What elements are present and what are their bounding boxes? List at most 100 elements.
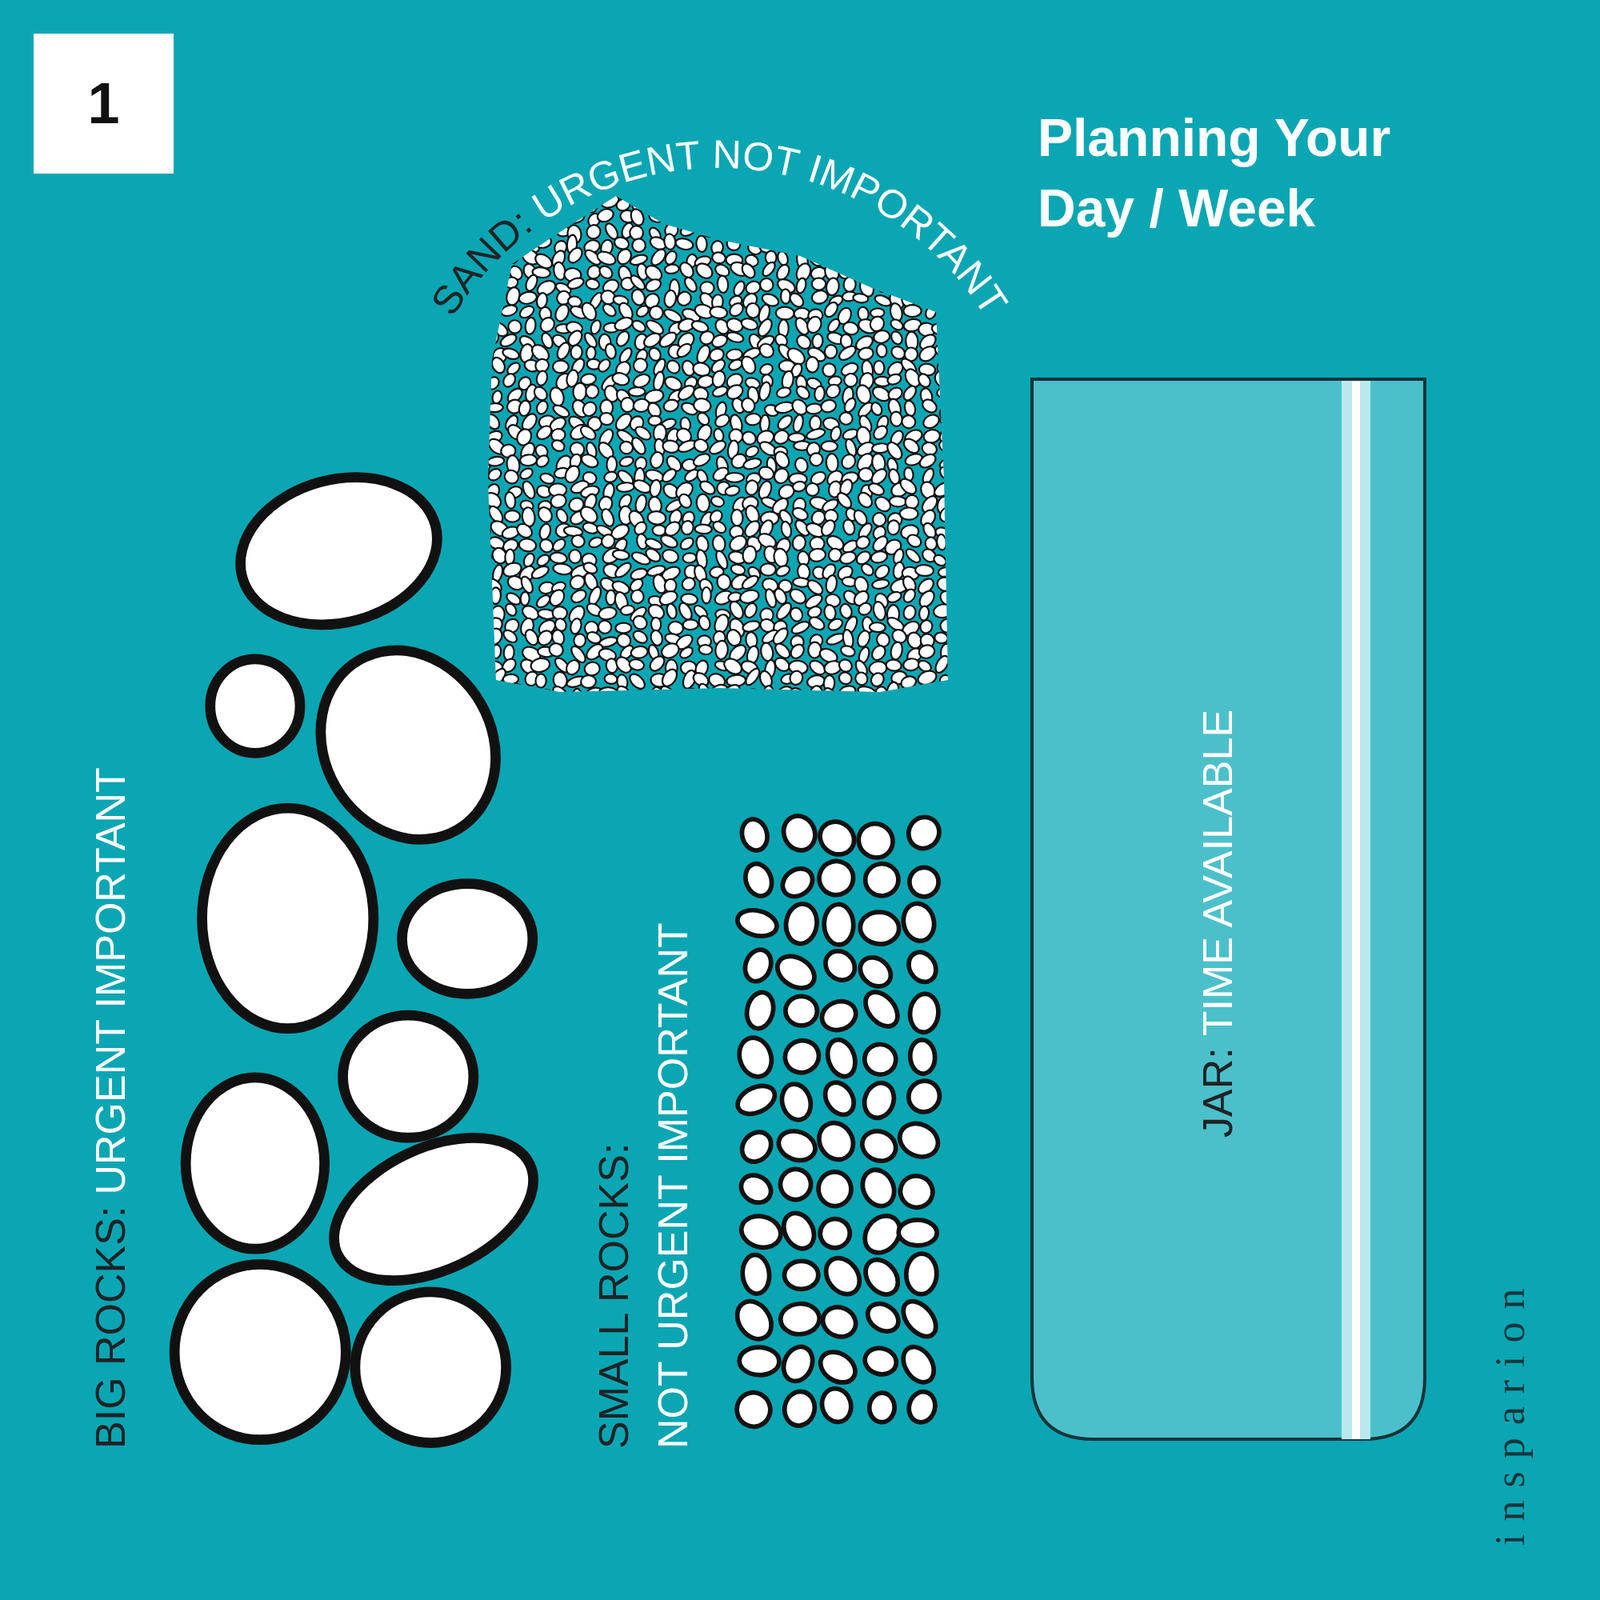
small-rock	[859, 985, 904, 1032]
sand-grain	[789, 196, 808, 216]
sand-grain	[787, 290, 806, 309]
sand-grain	[682, 552, 697, 564]
jar-highlight	[1341, 380, 1371, 1440]
sand-grain	[744, 412, 762, 426]
sand-grain	[620, 396, 635, 412]
sand-grain	[775, 412, 795, 432]
sand-grain	[819, 517, 838, 538]
sand-grain	[900, 436, 922, 456]
sand-grain	[647, 303, 667, 323]
small-rock	[813, 815, 861, 861]
label-heading: JAR:	[1193, 1047, 1242, 1138]
sand-grain	[808, 548, 827, 564]
sand-grain	[564, 657, 583, 677]
sand-grain	[550, 536, 568, 553]
sand-grain	[869, 643, 888, 663]
sand-grain	[680, 520, 695, 536]
sand-grain	[903, 304, 921, 317]
sand-grain	[476, 579, 491, 594]
sand-grain	[727, 300, 746, 320]
sand-grain	[772, 193, 791, 210]
sand-grain	[708, 205, 728, 224]
sand-grain	[471, 466, 492, 485]
sand-grain	[776, 306, 795, 320]
sand-grain	[490, 587, 501, 604]
jar-box: JAR:TIME AVAILABLE	[1030, 377, 1427, 1441]
sand-grain	[774, 564, 792, 579]
sand-grain	[711, 251, 727, 265]
sand-grain	[500, 303, 519, 318]
sand-grain	[680, 686, 700, 708]
sand-grain	[756, 196, 776, 212]
small-rock	[862, 1344, 900, 1378]
sand-grain	[884, 440, 906, 463]
sand-grain	[595, 248, 618, 268]
sand-grain	[852, 264, 872, 279]
sand-grain	[627, 671, 648, 692]
sand-grain	[568, 572, 588, 592]
sand-grain	[539, 472, 556, 486]
sand-grain	[824, 252, 843, 271]
sand-grain	[808, 684, 824, 706]
sand-grain	[791, 224, 814, 244]
sand-grain	[537, 522, 552, 541]
sand-grain	[665, 181, 685, 197]
sand-grain	[502, 674, 519, 685]
sand-grain	[648, 479, 663, 499]
sand-grain	[678, 535, 696, 552]
sand-grain	[745, 238, 765, 257]
sand-grain	[596, 206, 616, 224]
sand-grain	[664, 264, 680, 275]
small-rock	[778, 810, 821, 856]
sand-grain	[484, 374, 502, 392]
sand-grain	[889, 640, 904, 661]
sand-grain	[632, 397, 651, 413]
sand-grain	[823, 604, 837, 621]
sand-grain	[586, 346, 596, 360]
sand-grain	[808, 452, 825, 468]
sand-grain	[885, 659, 903, 672]
sand-grain	[716, 573, 732, 591]
sand-grain	[647, 653, 668, 674]
sand-grain	[547, 587, 568, 609]
sand-grain	[701, 587, 712, 604]
sand-grain	[836, 239, 855, 255]
sand-text: URGENT NOT IMPORTANT	[524, 132, 1016, 324]
sand-grain	[680, 197, 697, 216]
small-rock	[732, 1388, 775, 1431]
sand-grain	[724, 234, 743, 253]
sand-pile	[466, 178, 959, 708]
small-rock	[817, 1216, 853, 1251]
sand-grain	[630, 644, 649, 660]
sand-grain	[481, 181, 503, 203]
sand-grain	[776, 250, 790, 268]
sand-grain	[500, 371, 518, 389]
sand-grain	[596, 356, 612, 374]
sand-grain	[611, 371, 631, 388]
sand-grain	[761, 181, 779, 200]
sand-grain	[634, 304, 651, 320]
sand-grain	[505, 317, 524, 336]
sand-grain	[711, 369, 728, 389]
sand-grain	[468, 372, 486, 394]
sand-grain	[853, 670, 870, 688]
sand-grain	[502, 468, 522, 487]
sand-grain	[631, 689, 647, 702]
sand-grain	[805, 211, 821, 226]
sand-grain	[471, 519, 493, 541]
sand-grain	[805, 427, 827, 442]
sand-grain	[698, 644, 712, 656]
sand-grain	[939, 412, 957, 426]
small-rock	[862, 1298, 904, 1338]
sand-grain	[616, 481, 635, 492]
sand-grain	[789, 619, 811, 636]
sand-grain	[555, 340, 573, 362]
sand-grain	[584, 660, 601, 676]
sand-grain	[483, 412, 502, 432]
sand-grain	[711, 180, 731, 200]
small-rock	[780, 1036, 824, 1078]
small-rock	[903, 811, 946, 854]
sand-grain	[524, 316, 536, 335]
sand-grain	[504, 491, 517, 510]
sand-grain	[472, 302, 491, 321]
